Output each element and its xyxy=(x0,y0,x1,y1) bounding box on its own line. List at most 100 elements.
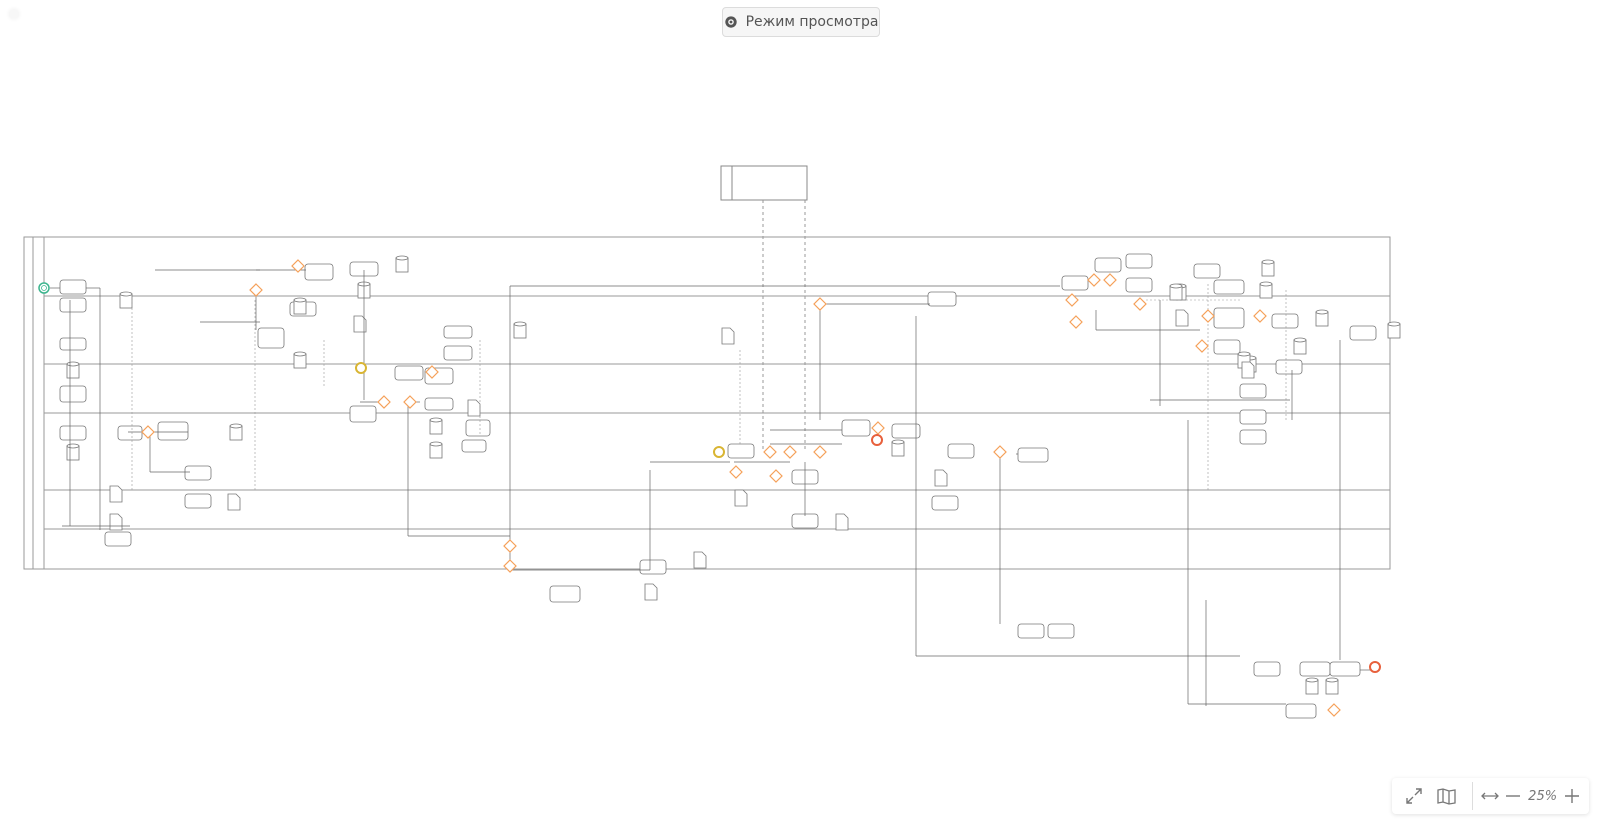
task[interactable] xyxy=(1239,383,1267,399)
document[interactable] xyxy=(934,469,948,487)
gateway[interactable] xyxy=(377,395,391,409)
task[interactable] xyxy=(549,585,581,603)
gateway[interactable] xyxy=(813,297,827,311)
task[interactable] xyxy=(184,465,212,481)
task[interactable] xyxy=(1239,429,1267,445)
document[interactable] xyxy=(835,513,849,531)
document[interactable] xyxy=(353,315,367,333)
end-event[interactable] xyxy=(1369,661,1381,673)
task[interactable] xyxy=(1125,253,1153,269)
zoom-out-button[interactable] xyxy=(1502,782,1524,810)
fit-width-button[interactable] xyxy=(1479,782,1503,810)
task[interactable] xyxy=(443,325,473,339)
task[interactable] xyxy=(184,493,212,509)
document[interactable] xyxy=(1241,361,1255,379)
gateway[interactable] xyxy=(1195,339,1209,353)
gateway[interactable] xyxy=(1327,703,1341,717)
task[interactable] xyxy=(931,495,959,511)
task[interactable] xyxy=(349,405,377,423)
task[interactable] xyxy=(257,327,285,349)
task[interactable] xyxy=(59,279,87,295)
task[interactable] xyxy=(791,513,819,529)
document[interactable] xyxy=(721,327,735,345)
error-event[interactable] xyxy=(871,434,883,446)
gateway[interactable] xyxy=(783,445,797,459)
gateway[interactable] xyxy=(871,421,885,435)
document[interactable] xyxy=(467,399,481,417)
document[interactable] xyxy=(227,493,241,511)
task[interactable] xyxy=(59,297,87,313)
minimap-button[interactable] xyxy=(1429,782,1466,810)
task[interactable] xyxy=(304,263,334,281)
task[interactable] xyxy=(1094,257,1122,273)
task[interactable] xyxy=(424,397,454,411)
task[interactable] xyxy=(461,439,487,453)
gateway[interactable] xyxy=(503,539,517,553)
gateway[interactable] xyxy=(1069,315,1083,329)
task[interactable] xyxy=(1271,313,1299,329)
gateway[interactable] xyxy=(1065,293,1079,307)
task[interactable] xyxy=(1285,703,1317,719)
gateway[interactable] xyxy=(1201,309,1215,323)
gateway[interactable] xyxy=(1133,297,1147,311)
task[interactable] xyxy=(1299,661,1331,677)
task[interactable] xyxy=(1253,661,1281,677)
task[interactable] xyxy=(104,531,132,547)
task[interactable] xyxy=(1017,623,1045,639)
gateway[interactable] xyxy=(403,395,417,409)
gateway[interactable] xyxy=(1253,309,1267,323)
task[interactable] xyxy=(1213,307,1245,329)
gateway[interactable] xyxy=(425,365,439,379)
document[interactable] xyxy=(109,485,123,503)
task[interactable] xyxy=(1047,623,1075,639)
task[interactable] xyxy=(727,443,755,459)
task[interactable] xyxy=(59,385,87,403)
gateway[interactable] xyxy=(1103,273,1117,287)
task[interactable] xyxy=(1061,275,1089,291)
document[interactable] xyxy=(693,551,707,569)
task[interactable] xyxy=(1213,279,1245,295)
gateway[interactable] xyxy=(1087,273,1101,287)
task[interactable] xyxy=(947,443,975,459)
task[interactable] xyxy=(639,559,667,575)
start-event[interactable] xyxy=(38,282,50,294)
task[interactable] xyxy=(1125,277,1153,293)
task[interactable] xyxy=(59,425,87,441)
task[interactable] xyxy=(891,423,921,439)
task[interactable] xyxy=(465,419,491,437)
task[interactable] xyxy=(394,365,424,381)
zoom-in-button[interactable] xyxy=(1561,782,1583,810)
task[interactable] xyxy=(1329,661,1361,677)
gateway[interactable] xyxy=(993,445,1007,459)
task[interactable] xyxy=(1193,263,1221,279)
task[interactable] xyxy=(1213,339,1241,355)
document[interactable] xyxy=(644,583,658,601)
gateway[interactable] xyxy=(813,445,827,459)
document[interactable] xyxy=(1175,309,1189,327)
fullscreen-button[interactable] xyxy=(1398,782,1429,810)
task[interactable] xyxy=(443,345,473,361)
gateway[interactable] xyxy=(249,283,263,297)
task[interactable] xyxy=(841,419,871,437)
task[interactable] xyxy=(1017,447,1049,463)
task[interactable] xyxy=(927,291,957,307)
gateway[interactable] xyxy=(291,259,305,273)
gateway[interactable] xyxy=(141,425,155,439)
view-mode-button[interactable]: Режим просмотра xyxy=(722,7,880,37)
task[interactable] xyxy=(1275,359,1303,375)
gateway[interactable] xyxy=(729,465,743,479)
gateway[interactable] xyxy=(503,559,517,573)
task[interactable] xyxy=(1349,325,1377,341)
task[interactable] xyxy=(59,337,87,351)
document[interactable] xyxy=(109,513,123,531)
intermediate-event[interactable] xyxy=(713,446,725,458)
intermediate-event[interactable] xyxy=(355,362,367,374)
task[interactable] xyxy=(117,425,143,441)
gateway[interactable] xyxy=(769,469,783,483)
task[interactable] xyxy=(1239,409,1267,425)
minus-icon xyxy=(1506,795,1521,797)
task[interactable] xyxy=(157,421,189,441)
document[interactable] xyxy=(734,489,748,507)
gateway[interactable] xyxy=(763,445,777,459)
